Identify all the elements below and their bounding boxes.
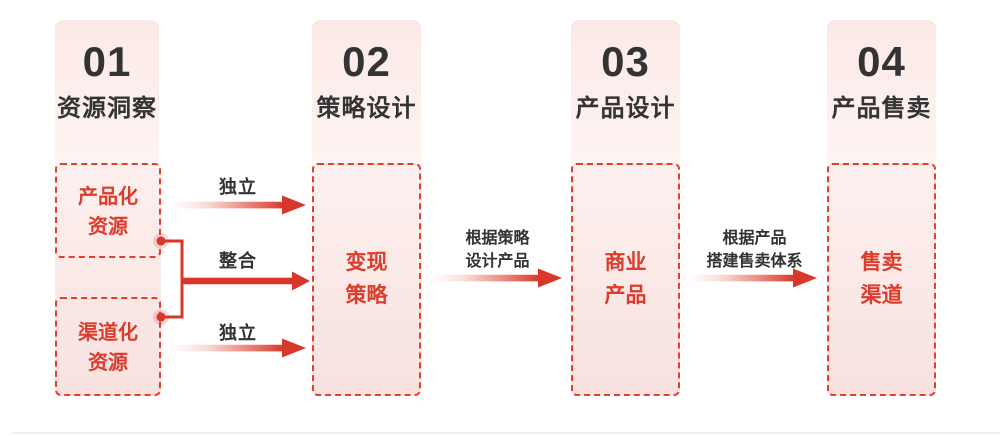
step2-title: 策略设计 <box>316 95 417 122</box>
product-to-sales-label: 根据产品 搭建售卖体系 <box>706 230 803 270</box>
commercial-product-label: 商业 产品 <box>604 251 647 307</box>
step1-title: 资源洞察 <box>57 95 157 122</box>
productized-resources-label: 产品化 资源 <box>78 186 138 238</box>
step3-number: 03 <box>601 38 650 85</box>
step4-number: 04 <box>857 38 906 85</box>
productized-resources-box: 产品化 资源 <box>55 163 161 258</box>
product-to-sales-arrow-icon <box>687 268 817 288</box>
step4-title: 产品售卖 <box>831 95 932 122</box>
strategy-to-product-label: 根据策略 设计产品 <box>465 230 530 270</box>
independent-top-label: 独立 <box>219 177 257 197</box>
monetization-strategy-box: 变现 策略 <box>312 163 421 396</box>
channelized-resources-label: 渠道化 资源 <box>78 322 138 374</box>
step3-title: 产品设计 <box>575 95 676 122</box>
bottom-divider <box>12 432 1000 434</box>
independent-bottom-label: 独立 <box>219 323 257 343</box>
sales-channel-box: 售卖 渠道 <box>827 163 936 396</box>
sales-channel-label: 售卖 渠道 <box>860 251 903 307</box>
commercial-product-box: 商业 产品 <box>571 163 680 396</box>
step2-number: 02 <box>342 38 391 85</box>
independent-bottom-arrow-icon <box>170 338 306 358</box>
step1-box-area: 产品化 资源 渠道化 资源 <box>55 163 161 396</box>
step1-number: 01 <box>82 38 132 85</box>
independent-top-arrow-icon <box>170 195 306 215</box>
channelized-resources-box: 渠道化 资源 <box>55 297 161 396</box>
strategy-to-product-arrow-icon <box>430 268 562 288</box>
integrate-connector-icon <box>153 233 310 325</box>
monetization-strategy-label: 变现 策略 <box>345 251 388 307</box>
integrate-label: 整合 <box>219 251 257 271</box>
